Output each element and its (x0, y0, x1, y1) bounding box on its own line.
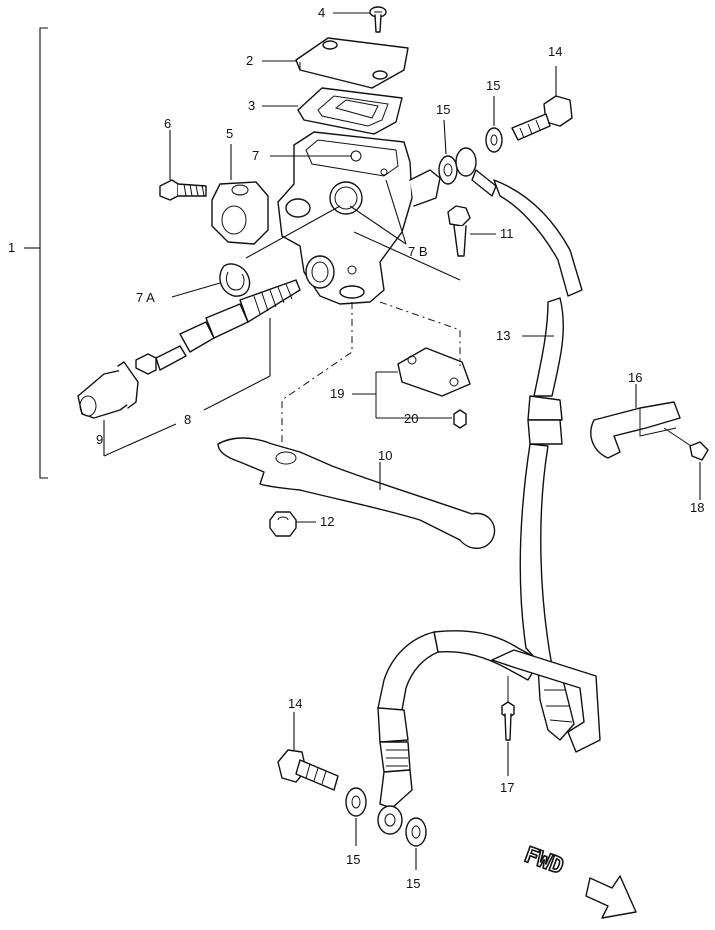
diaphragm-part-3 (262, 87, 403, 135)
screw-part-20 (453, 409, 467, 429)
washer-part-15-bottom (345, 787, 427, 870)
label-part-12: 12 (320, 514, 334, 529)
label-part-14-bottom: 14 (288, 696, 302, 711)
master-cylinder-body (277, 131, 441, 305)
banjo-bolt-part-14-bottom (277, 712, 339, 791)
fwd-text: FWD (521, 843, 567, 880)
screw-part-17 (501, 676, 515, 776)
hose-clamp-part-16 (590, 384, 681, 459)
label-part-5: 5 (226, 126, 233, 141)
label-part-18: 18 (690, 500, 704, 515)
label-part-10: 10 (378, 448, 392, 463)
leader-part-7b (245, 179, 407, 259)
label-part-7b: 7 B (408, 244, 428, 259)
piston-assembly-part-8 (103, 279, 301, 457)
snap-ring-part-7a (171, 263, 251, 298)
pivot-bolt-part-11 (353, 205, 496, 281)
label-part-15-a: 15 (436, 102, 450, 117)
label-part-15-d: 15 (406, 876, 420, 891)
clamp-part-5 (211, 144, 269, 245)
label-part-20: 20 (404, 411, 418, 426)
nut-part-12 (269, 511, 316, 537)
centre-line (281, 302, 353, 452)
label-part-7: 7 (252, 148, 259, 163)
forward-direction-indicator: FWD (520, 842, 637, 919)
label-part-6: 6 (164, 116, 171, 131)
label-part-15-b: 15 (486, 78, 500, 93)
label-part-15-c: 15 (346, 852, 360, 867)
label-part-1: 1 (8, 240, 15, 255)
assembly-bracket (24, 27, 48, 479)
label-part-17: 17 (500, 780, 514, 795)
label-part-13: 13 (496, 328, 510, 343)
label-part-3: 3 (248, 98, 255, 113)
label-part-2: 2 (246, 53, 253, 68)
label-part-9: 9 (96, 432, 103, 447)
bolt-part-6 (159, 130, 207, 201)
reservoir-cap-part-2 (262, 37, 409, 89)
brake-hose-part-13 (377, 147, 583, 809)
switch-part-19 (352, 301, 471, 419)
label-part-8: 8 (184, 412, 191, 427)
label-part-16: 16 (628, 370, 642, 385)
brake-lever-part-10 (217, 437, 496, 549)
screw-part-18 (663, 427, 709, 500)
banjo-bolt-part-14-top (511, 66, 573, 141)
label-part-11: 11 (500, 226, 514, 241)
hose-guide-bracket (491, 649, 601, 753)
label-part-7a: 7 A (136, 290, 155, 305)
label-part-14-top: 14 (548, 44, 562, 59)
dust-boot-part-9 (77, 361, 139, 456)
label-part-19: 19 (330, 386, 344, 401)
screw-part-4 (333, 6, 387, 33)
label-part-4: 4 (318, 5, 325, 20)
